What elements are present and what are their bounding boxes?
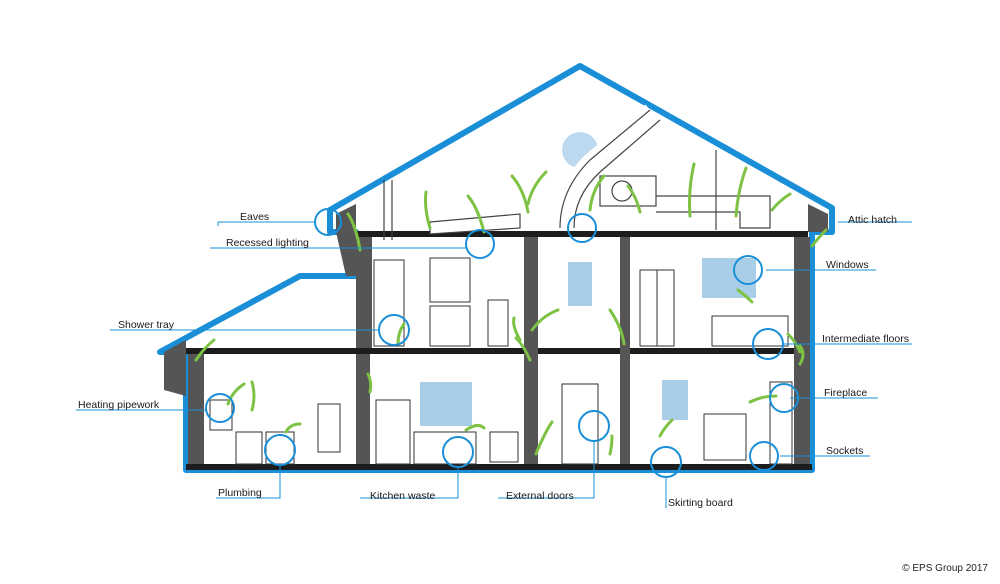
arrow-lounge — [658, 418, 674, 438]
arrow-upper-room — [608, 308, 626, 346]
arrow-attic-2 — [526, 170, 548, 206]
eave-lower — [164, 340, 186, 396]
ground-floor — [186, 464, 812, 470]
arrow-intermediate — [786, 332, 802, 354]
arrow-lower-eave — [194, 338, 216, 362]
arrow-window — [736, 288, 754, 304]
arrow-toilet — [512, 316, 522, 342]
arrow-recessed-1 — [424, 190, 432, 230]
leader-lines — [76, 221, 912, 508]
copyright-notice: © EPS Group 2017 — [902, 563, 988, 574]
arrow-door-right — [608, 434, 614, 456]
internal-wall-3 — [620, 237, 630, 464]
hotspot-skirting-board — [650, 446, 682, 478]
label-sockets: Sockets — [826, 445, 864, 457]
label-kitchen-waste: Kitchen waste — [370, 490, 436, 502]
hotspot-fireplace — [769, 383, 799, 413]
label-recessed-lighting: Recessed lighting — [226, 237, 309, 249]
label-eaves: Eaves — [240, 211, 270, 223]
arrow-upper-wall — [530, 308, 560, 332]
hotspot-plumbing — [264, 434, 296, 466]
arrow-recessed-2 — [466, 194, 486, 234]
label-external-doors: External doors — [506, 490, 574, 502]
label-shower-tray: Shower tray — [118, 319, 175, 331]
label-attic-hatch: Attic hatch — [848, 214, 898, 226]
hotspot-circles — [205, 208, 799, 478]
arrow-fireplace — [748, 394, 778, 404]
hotspot-sockets — [749, 441, 779, 471]
arrow-attic-3 — [588, 174, 606, 212]
label-skirting-board: Skirting board — [668, 497, 733, 509]
hotspot-kitchen-waste — [442, 436, 474, 468]
hotspot-external-doors — [578, 410, 610, 442]
hotspot-recessed-lighting — [465, 229, 495, 259]
arrow-eaves-left — [346, 212, 362, 252]
label-windows: Windows — [826, 259, 869, 271]
hotspot-intermediate-floors — [752, 328, 784, 360]
hotspot-eaves — [314, 208, 342, 236]
arrow-door-left — [534, 420, 554, 456]
arrow-eaves-right — [810, 228, 828, 248]
arrow-upper-floor — [514, 336, 532, 362]
attic-ducting — [383, 104, 771, 240]
internal-wall-2 — [524, 237, 538, 464]
arrow-attic-1 — [510, 174, 530, 214]
label-intermediate-floors: Intermediate floors — [822, 333, 909, 345]
arrow-heating — [250, 380, 256, 412]
eave-right — [808, 204, 828, 232]
arrow-kitchen-wall — [366, 372, 373, 394]
window-upper-middle — [568, 262, 592, 306]
arrow-attic-5 — [688, 162, 696, 218]
arrow-shower — [396, 322, 406, 346]
furniture — [209, 259, 793, 465]
arrow-attic-7 — [770, 192, 792, 212]
label-plumbing: Plumbing — [218, 487, 262, 499]
arrow-pipework — [226, 382, 246, 406]
arrow-plumbing — [284, 422, 302, 434]
left-wall-upper — [356, 237, 372, 348]
label-heating-pipework: Heating pipework — [78, 399, 160, 411]
arrow-attic-4 — [626, 184, 642, 214]
window-lounge — [662, 380, 688, 420]
window-bathroom — [429, 257, 471, 303]
internal-wall-1 — [356, 354, 370, 464]
window-upper-right — [702, 258, 756, 298]
arrow-kitchen-waste — [464, 423, 486, 432]
arrow-right-wall — [798, 344, 805, 366]
hotspot-shower-tray — [378, 314, 410, 346]
attic-floor — [356, 231, 808, 237]
arrow-attic-6 — [734, 166, 748, 218]
air-leak-arrows — [194, 162, 828, 456]
hotspot-windows — [733, 255, 763, 285]
hotspot-heating-pipework — [205, 393, 235, 423]
hotspot-attic-hatch — [567, 213, 597, 243]
left-wall-lower — [188, 354, 204, 464]
window-kitchen — [420, 382, 472, 426]
intermediate-floor — [186, 348, 808, 354]
label-fireplace: Fireplace — [824, 387, 868, 399]
